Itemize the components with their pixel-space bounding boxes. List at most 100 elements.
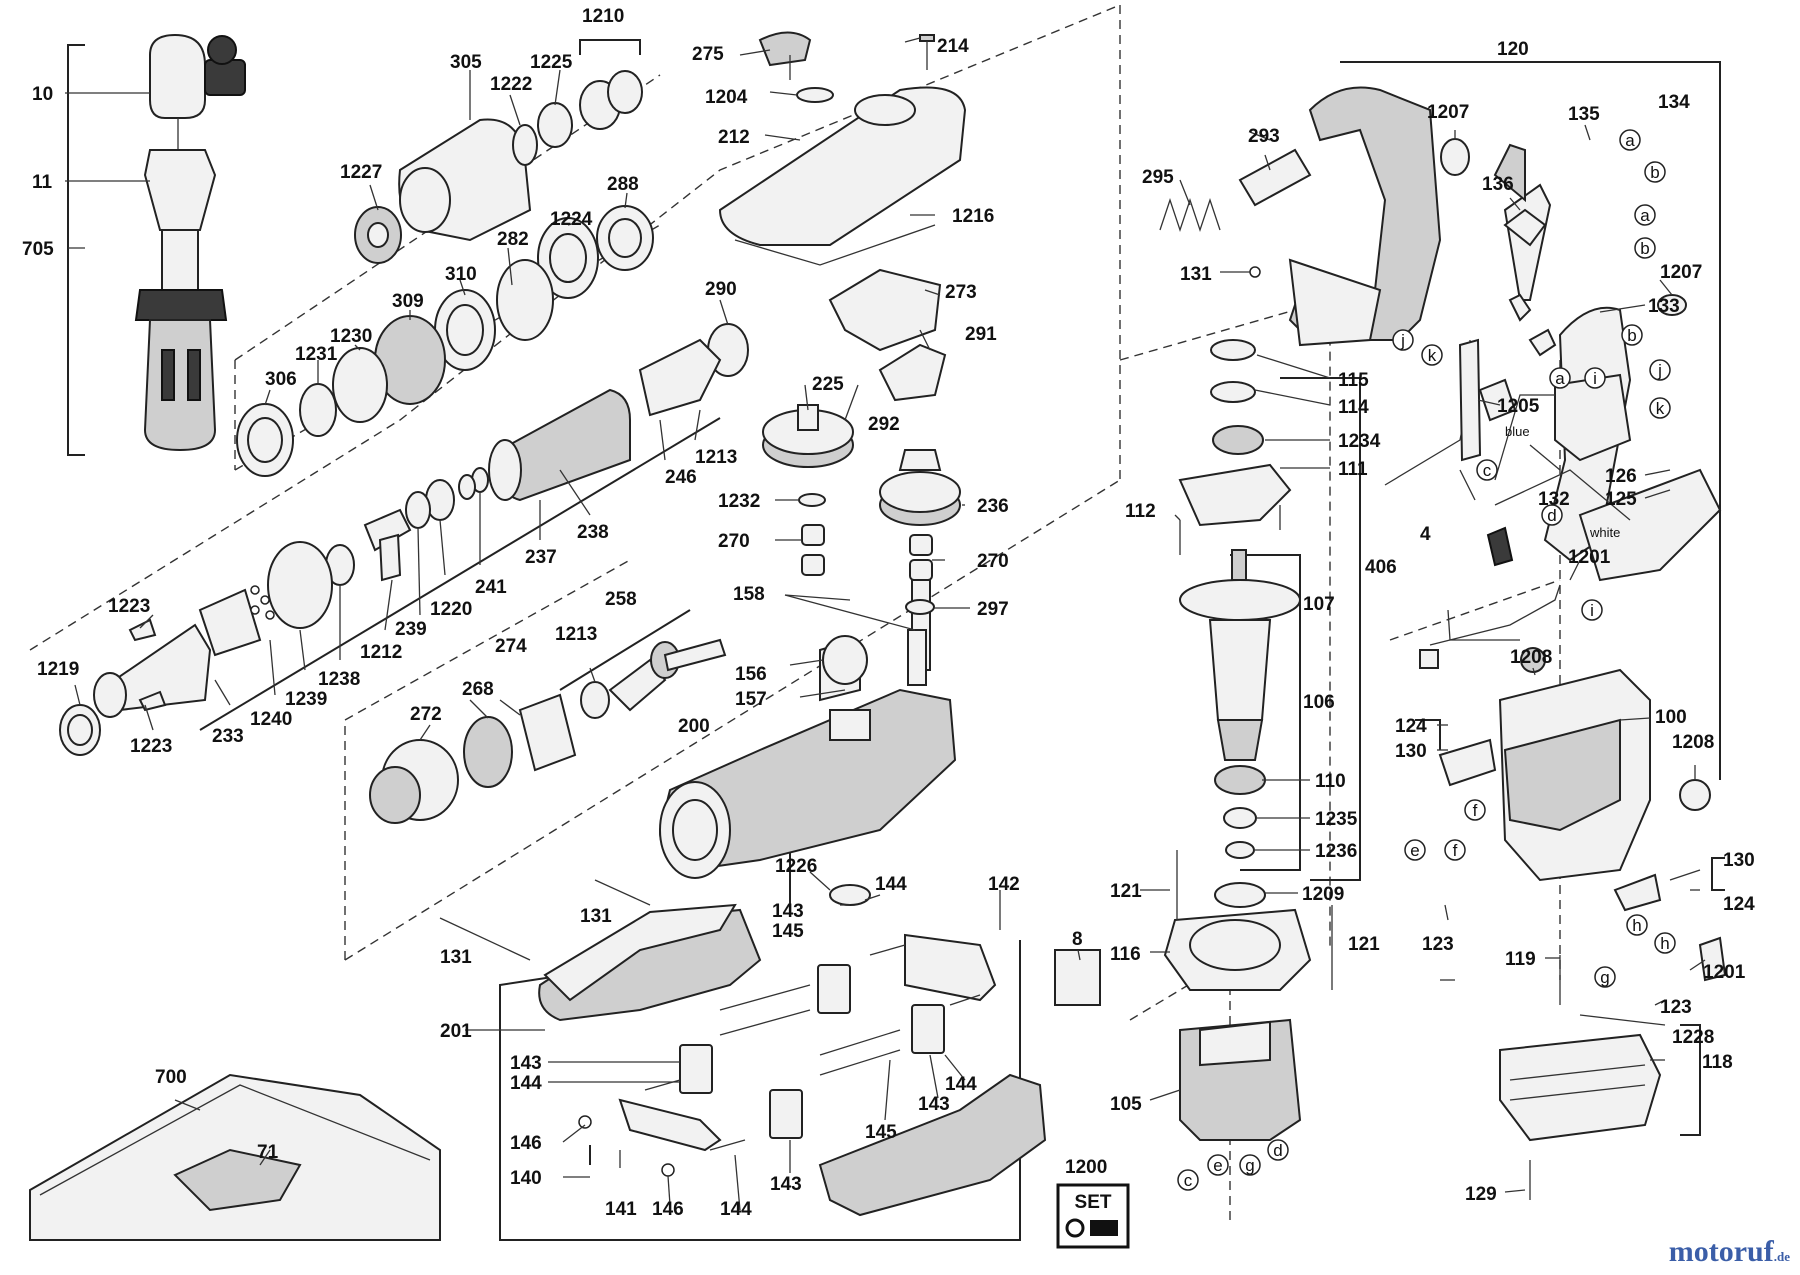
label-114: 114 [1338,397,1369,418]
letter-j-2: j [1657,361,1662,380]
label-292: 292 [868,414,900,435]
letter-a-3: a [1555,369,1565,388]
crank-drive-components [369,638,727,824]
label-293: 293 [1248,126,1280,147]
label-135: 135 [1568,104,1600,125]
label-1238: 1238 [318,669,360,690]
letter-d-1: d [1547,506,1556,525]
letter-h-1: h [1632,916,1641,935]
label-1240: 1240 [250,709,292,730]
label-272: 272 [410,704,442,725]
motor-housing-100 [1419,609,1727,1200]
label-238: 238 [577,522,609,543]
label-288: 288 [607,174,639,195]
label-115: 115 [1338,370,1369,391]
label-200: 200 [678,716,710,737]
label-1208-upper: 1208 [1510,647,1552,668]
letter-f-2: f [1453,841,1458,860]
label-145-top: 145 [772,921,804,942]
label-1223-upper: 1223 [108,596,150,617]
label-1213-lower: 1213 [555,624,597,645]
label-125: 125 [1605,489,1637,510]
label-1222: 1222 [490,74,532,95]
label-143-top: 143 [772,901,804,922]
label-10: 10 [32,84,53,105]
letter-i-2: i [1590,601,1594,620]
label-116: 116 [1110,944,1141,965]
label-142: 142 [988,874,1020,895]
label-133: 133 [1648,296,1680,317]
wire-label-white: white [1589,525,1620,540]
label-309: 309 [392,291,424,312]
letter-callouts: a b a b j k a i b j k c d i f e f h h g … [1177,129,1676,1191]
label-123-right: 123 [1660,997,1692,1018]
label-144-top: 144 [875,874,907,895]
label-105: 105 [1110,1094,1142,1115]
rear-handle-assembly [1288,86,1722,582]
label-1230: 1230 [330,326,372,347]
label-1213-upper: 1213 [695,447,737,468]
label-1220: 1220 [430,599,472,620]
label-214: 214 [937,36,969,57]
label-246: 246 [665,467,697,488]
label-275: 275 [692,44,724,65]
label-268: 268 [462,679,494,700]
label-1200: 1200 [1065,1157,1107,1178]
label-1212: 1212 [360,642,402,663]
letter-e-2: e [1213,1156,1222,1175]
chuck-components [59,70,749,756]
label-297: 297 [977,599,1009,620]
bottom-guard [818,1073,1047,1217]
label-124-right: 124 [1723,894,1755,915]
letter-c-1: c [1483,461,1492,480]
label-146-left: 146 [510,1133,542,1154]
letter-k-2: k [1656,399,1665,418]
label-282: 282 [497,229,529,250]
label-295: 295 [1142,167,1174,188]
label-274: 274 [495,636,527,657]
label-8: 8 [1072,929,1083,950]
label-241: 241 [475,577,507,598]
side-handle-assembly [134,33,246,452]
wire-label-blue: blue [1505,424,1530,439]
logo-tld-text: .de [1773,1249,1790,1264]
letter-a-1: a [1625,131,1635,150]
set-badge-icon: SET [1056,1183,1130,1249]
label-1205: 1205 [1497,396,1540,417]
label-126: 126 [1605,466,1637,487]
label-233: 233 [212,726,244,747]
label-156: 156 [735,664,767,685]
motor-components [1163,339,1333,1141]
gear-components [762,404,961,906]
label-140: 140 [510,1168,542,1189]
label-157: 157 [735,689,767,710]
label-124-left: 124 [1395,716,1427,737]
label-1201-right: 1201 [1703,962,1746,983]
letter-a-2: a [1640,206,1650,225]
label-1223-lower: 1223 [130,736,172,757]
label-1216: 1216 [952,206,994,227]
label-131-right: 131 [1180,264,1212,285]
label-146-bottom: 146 [652,1199,684,1220]
set-badge-text: SET [1075,1192,1112,1213]
label-4: 4 [1420,524,1431,545]
letter-b-2: b [1640,239,1649,258]
wire-labels: blue white [1505,424,1620,540]
gear-housing-200 [658,579,957,879]
label-143-left: 143 [510,1053,542,1074]
label-310: 310 [445,264,477,285]
logo-main-text: motoruf [1668,1235,1774,1268]
cable-and-switch [1384,338,1632,646]
letter-i-1: i [1593,369,1597,388]
letter-c-2: c [1184,1171,1193,1190]
label-1226: 1226 [775,856,817,877]
label-130-right: 130 [1723,850,1755,871]
spring-and-lever [1159,148,1312,278]
label-121-left: 121 [1110,881,1142,902]
leader-lines [65,37,1706,1211]
label-141: 141 [605,1199,637,1220]
label-158: 158 [733,584,765,605]
label-144-left: 144 [510,1073,542,1094]
label-71: 71 [257,1142,279,1163]
label-121-right: 121 [1348,934,1380,955]
